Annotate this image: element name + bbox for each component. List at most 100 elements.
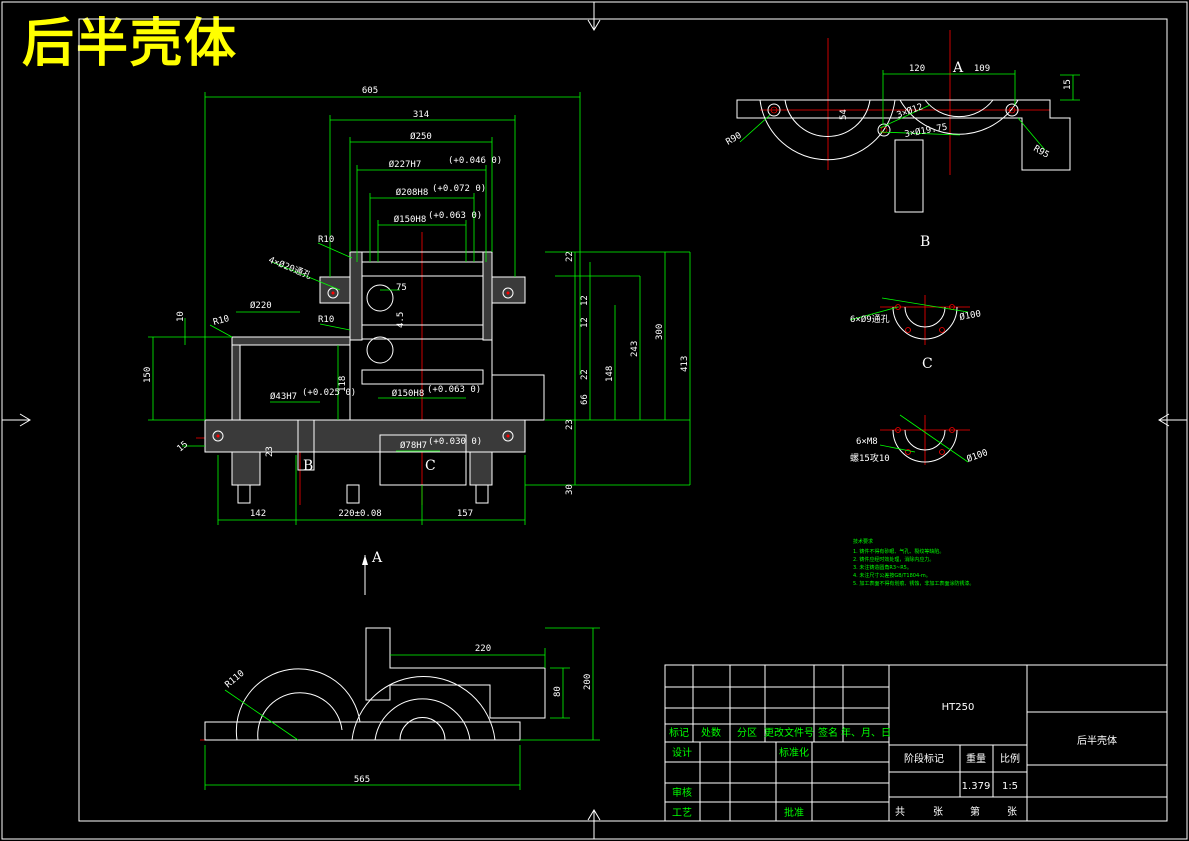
b-dim-120: 120 <box>909 64 925 74</box>
tb-scale: 1:5 <box>1002 781 1018 792</box>
dim-300: 300 <box>655 324 665 340</box>
view-c: 6×Ø9通孔 Ø100 C <box>849 295 982 372</box>
dim-22b: 22 <box>580 369 590 380</box>
tb-sheet-no: 第 <box>970 805 980 818</box>
b-dim-r95: R95 <box>1032 144 1051 161</box>
dim-d78: Ø78H7 <box>400 440 427 451</box>
tb-header-date: 年、月、日 <box>841 726 891 739</box>
b-top-mark-a: A <box>952 60 964 76</box>
dim-r10a: R10 <box>318 235 334 245</box>
dim-d78-tol: (+0.030 0) <box>428 437 482 447</box>
dim-118: 118 <box>338 376 348 392</box>
dim-d220: Ø220 <box>250 300 272 311</box>
tb-weight: 1.379 <box>962 781 991 792</box>
dim-d150a: Ø150H8 <box>394 214 427 225</box>
tb-header-zone: 分区 <box>737 727 757 739</box>
dim-r10c: R10 <box>318 315 334 325</box>
c2-dia: Ø100 <box>965 447 989 465</box>
dim-12a: 12 <box>580 295 590 306</box>
tb-part-name: 后半壳体 <box>1077 734 1117 747</box>
tb-approve: 批准 <box>784 806 804 819</box>
section-mark-c: C <box>425 458 436 474</box>
note-2: 2. 铸件应经时效处理，消除内应力。 <box>853 556 934 563</box>
dim-12b: 12 <box>580 317 590 328</box>
c2-holes: 6×M8 <box>856 437 878 447</box>
dim-243: 243 <box>630 341 640 357</box>
dim-605: 605 <box>362 86 378 96</box>
tb-sheet-unit1: 张 <box>933 806 943 818</box>
dim-22a: 22 <box>565 251 575 262</box>
view-c2: 6×M8 螺15攻10 Ø100 <box>850 414 989 465</box>
tb-header-mark: 标记 <box>669 727 689 739</box>
dim-314: 314 <box>413 110 429 120</box>
c-holes: 6×Ø9通孔 <box>850 314 890 325</box>
dim-d150b-tol: (+0.063 0) <box>427 385 481 395</box>
dim-10: 10 <box>176 311 186 322</box>
dim-413: 413 <box>680 356 690 372</box>
tb-scale-label: 比例 <box>1000 752 1020 765</box>
main-view: 605 314 Ø250 Ø227H7 (+0.046 0) Ø208H8 (+… <box>143 86 691 525</box>
bottom-view: 220 80 200 R110 565 <box>200 627 600 790</box>
b-dim-3x19: 3×Ø19.75 <box>904 122 949 140</box>
dim-23b: 23 <box>265 446 275 457</box>
tb-stage-mark: 阶段标记 <box>904 752 944 765</box>
view-a-arrow: A <box>362 550 383 595</box>
tb-design: 设计 <box>672 746 692 759</box>
tb-header-sign: 签名 <box>818 726 838 739</box>
section-mark-b: B <box>303 458 313 474</box>
dim-r10b: R10 <box>212 314 230 328</box>
dim-d150b: Ø150H8 <box>392 388 425 399</box>
dim-d227-tol: (+0.046 0) <box>448 156 502 166</box>
note-4: 4. 未注尺寸公差按GB/T1804-m。 <box>853 572 931 579</box>
note-3: 3. 未注铸造圆角R3~R5。 <box>853 564 912 571</box>
b-dim-54: 54 <box>839 109 849 120</box>
tb-sheet-total: 共 <box>895 806 905 818</box>
bv-dim-80: 80 <box>553 686 563 697</box>
note-5: 5. 加工表面不得有划痕、锈蚀，非加工表面涂防锈漆。 <box>853 580 974 587</box>
dim-d208: Ø208H8 <box>396 187 429 198</box>
b-dim-r90: R90 <box>725 131 744 148</box>
dim-d43: Ø43H7 <box>270 391 297 402</box>
b-dim-15: 15 <box>1063 79 1073 90</box>
dim-157: 157 <box>457 509 473 519</box>
dim-220-tol: 220±0.08 <box>338 509 381 519</box>
view-c-label: C <box>922 356 933 372</box>
tb-header-count: 处数 <box>701 726 721 739</box>
tb-standardize: 标准化 <box>779 746 809 759</box>
view-b: 120 109 15 R90 R95 3×Ø12 3×Ø19.75 54 A B <box>725 30 1080 250</box>
dim-23a: 23 <box>565 419 575 430</box>
dim-d43-tol: (+0.025 0) <box>302 388 356 398</box>
note-1: 1. 铸件不得有砂眼、气孔、裂纹等缺陷。 <box>853 548 944 555</box>
tb-process: 工艺 <box>672 807 692 819</box>
tb-weight-label: 重量 <box>966 752 986 765</box>
bv-dim-565: 565 <box>354 775 370 785</box>
dim-30: 30 <box>565 484 575 495</box>
tb-material: HT250 <box>942 702 975 713</box>
c2-depth: 螺15攻10 <box>850 452 890 464</box>
dim-d250: Ø250 <box>410 131 432 142</box>
b-dim-109: 109 <box>974 64 990 74</box>
view-b-label: B <box>920 234 930 250</box>
dim-4-5: 4.5 <box>396 312 406 328</box>
dim-148: 148 <box>605 366 615 382</box>
drawing-title: 后半壳体 <box>22 14 239 74</box>
tb-review: 审核 <box>672 786 692 799</box>
notes-heading: 技术要求 <box>853 538 873 545</box>
dim-holes: 4×Ø20通孔 <box>267 255 313 282</box>
dim-d227: Ø227H7 <box>389 159 422 170</box>
tb-header-change: 更改文件号 <box>764 726 814 739</box>
dim-15: 15 <box>176 440 191 455</box>
dim-66: 66 <box>580 394 590 405</box>
dim-142: 142 <box>250 509 266 519</box>
bv-dim-200: 200 <box>583 674 593 690</box>
technical-notes: 技术要求 1. 铸件不得有砂眼、气孔、裂纹等缺陷。 2. 铸件应经时效处理，消除… <box>853 538 974 587</box>
tb-sheet-unit2: 张 <box>1007 806 1017 818</box>
dim-75: 75 <box>396 283 407 293</box>
dim-150: 150 <box>143 367 153 383</box>
view-a-label: A <box>371 550 383 566</box>
bv-dim-r110: R110 <box>224 669 247 691</box>
bv-dim-220: 220 <box>475 644 491 654</box>
dim-d150a-tol: (+0.063 0) <box>428 211 482 221</box>
